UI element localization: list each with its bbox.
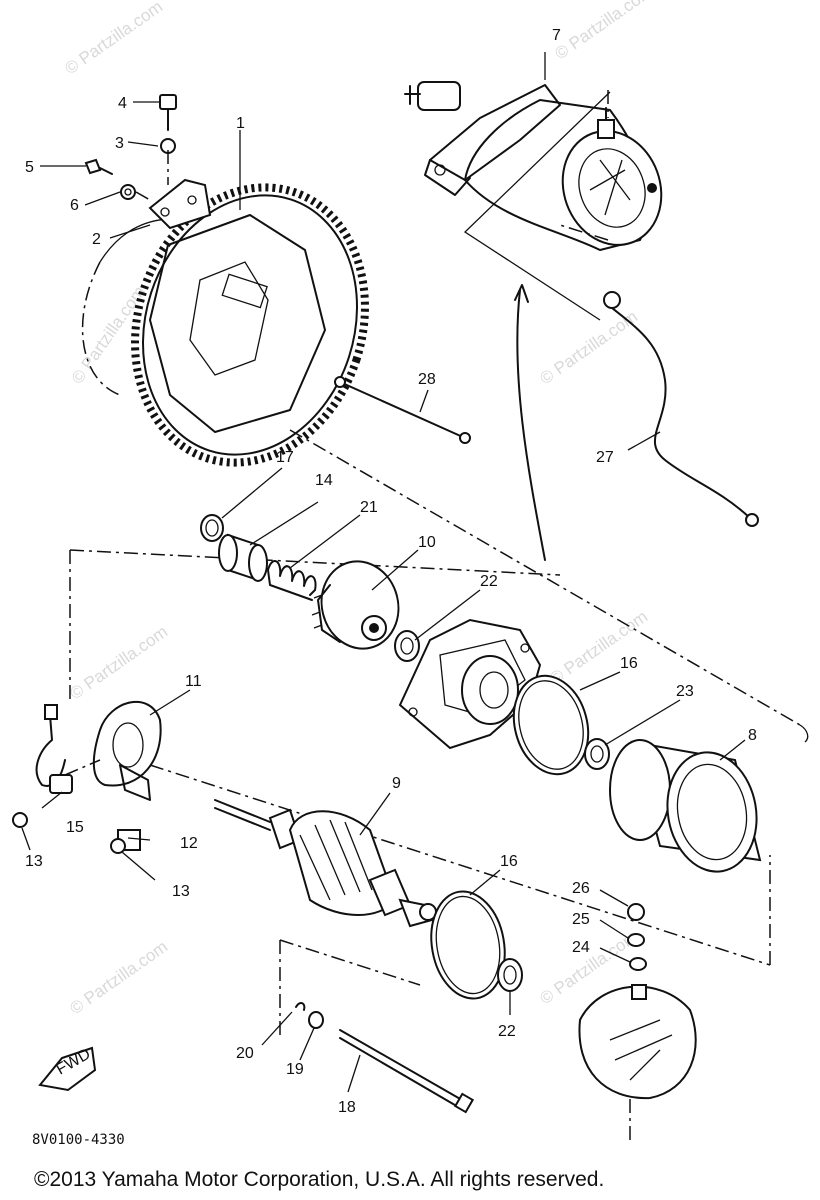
spring-21 [267,560,317,601]
label-part-24: 24 [572,939,590,956]
washer-22-lower [497,958,523,992]
label-part-4: 4 [118,95,127,112]
label-part-13a: 13 [25,853,43,870]
copyright-notice: ©2013 Yamaha Motor Corporation, U.S.A. A… [34,1168,604,1191]
leader-lines [21,101,746,1093]
label-part-5: 5 [25,159,34,176]
watermark: © Partzilla.com [66,622,171,703]
nut-13a [12,812,28,828]
ring-gear [81,130,369,467]
brush-plate-11 [92,701,162,801]
bolt-18 [339,1029,475,1114]
label-part-25: 25 [572,911,590,928]
clip-20 [295,1002,306,1011]
washer-25 [627,933,645,947]
o-ring-16-upper [512,674,590,776]
label-part-14: 14 [315,472,333,489]
label-part-15: 15 [66,819,84,836]
label-part-22a: 22 [480,573,498,590]
label-part-12: 12 [180,835,198,852]
diagram-code: 8V0100-4330 [32,1132,125,1148]
label-part-18: 18 [338,1099,356,1116]
label-part-2: 2 [92,231,101,248]
label-part-21: 21 [360,499,378,516]
bracket-group [84,94,212,230]
watermark: © Partzilla.com [61,0,166,78]
label-part-28: 28 [418,371,436,388]
washer-23 [584,738,610,770]
label-part-8: 8 [748,727,757,744]
label-part-6: 6 [70,197,79,214]
label-part-10: 10 [418,534,436,551]
label-part-19: 19 [286,1061,304,1078]
watermark: © Partzilla.com [66,937,171,1018]
o-ring-16-lower [430,890,506,1000]
armature-9 [214,799,437,928]
label-part-22b: 22 [498,1023,516,1040]
label-part-27: 27 [596,449,614,466]
label-part-13b: 13 [172,883,190,900]
label-part-16a: 16 [620,655,638,672]
watermark: © Partzilla.com [551,0,656,63]
brush-holder-15 [35,704,101,794]
washer-24 [629,957,647,971]
label-part-1: 1 [236,115,245,132]
label-part-20: 20 [236,1045,254,1062]
label-part-17: 17 [276,449,294,466]
front-cover [398,618,542,750]
yoke-8 [609,739,762,873]
label-part-16b: 16 [500,853,518,870]
o-ring-17 [200,514,224,542]
starter-clutch-10 [311,560,400,650]
rear-cover [578,984,697,1100]
nut-26 [627,903,645,921]
label-part-23: 23 [676,683,694,700]
washer-19 [308,1011,324,1029]
nut-13b [110,838,126,854]
lead-wire-27 [603,291,759,527]
washer-22-upper [394,630,420,662]
label-part-26: 26 [572,880,590,897]
watermark: © Partzilla.com [546,607,651,688]
label-part-11: 11 [185,673,202,690]
label-part-9: 9 [392,775,401,792]
bushing-14 [218,533,268,582]
label-part-3: 3 [115,135,124,152]
exploded-frame [69,284,809,1140]
fwd-arrow-badge: FWD [38,1046,97,1092]
part-labels: 1 2 3 4 5 6 7 8 9 10 11 12 13 13 14 15 1… [25,27,757,1116]
lead-wire-28 [334,376,471,444]
starter-motor-assembly [404,52,663,321]
label-part-7: 7 [552,27,561,44]
